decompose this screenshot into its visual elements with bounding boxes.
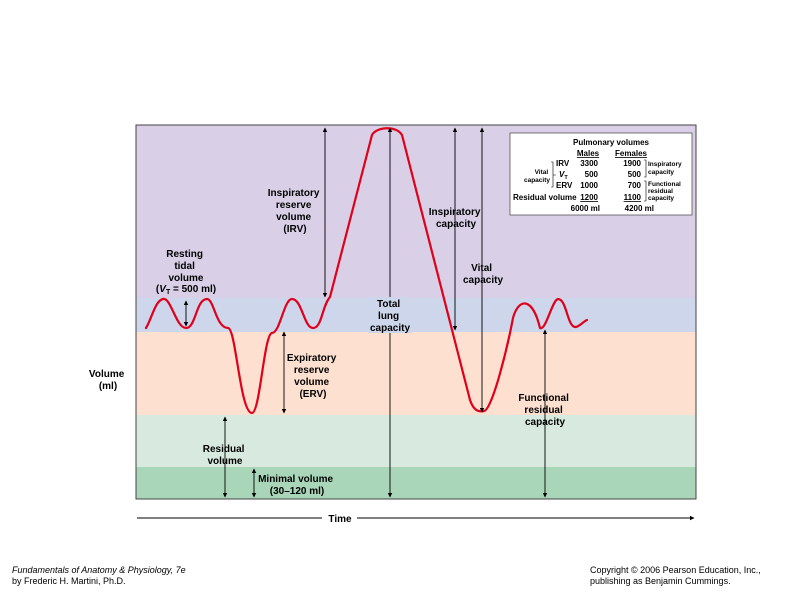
- table-row-females: 500: [628, 170, 642, 179]
- x-axis-label: Time: [328, 514, 352, 525]
- table-row-label: IRV: [556, 159, 570, 168]
- copyright-text: Copyright © 2006 Pearson Education, Inc.…: [590, 565, 761, 575]
- table-row-label: VT: [559, 170, 568, 181]
- publisher-text: publishing as Benjamin Cummings.: [590, 576, 731, 586]
- frc-label: Functional residual capacity: [518, 393, 571, 428]
- minimal-volume-band: [136, 467, 696, 499]
- book-title: Fundamentals of Anatomy & Physiology, 7e: [12, 565, 186, 575]
- residual-band: [136, 415, 696, 467]
- table-row-males: 1200: [580, 193, 598, 202]
- vital-capacity-label: Vital capacity: [463, 263, 503, 286]
- table-row-females: 1100: [624, 193, 642, 202]
- total-label-backdrop: [368, 297, 412, 333]
- footer-copyright: Copyright © 2006 Pearson Education, Inc.…: [590, 565, 761, 587]
- table-row-males: 1000: [580, 181, 598, 190]
- plot-frame: [135, 124, 697, 500]
- table-total-males: 6000 ml: [571, 204, 600, 213]
- table-row-females: 1900: [623, 159, 641, 168]
- erv-label: Expiratory reserve volume (ERV): [287, 353, 339, 400]
- tidal-band: [136, 298, 696, 332]
- irv-label: Inspiratory reserve volume (IRV): [268, 188, 322, 235]
- table-title: Pulmonary volumes: [573, 138, 650, 147]
- table-inspiratory-capacity-label: Inspiratory capacity: [648, 161, 683, 176]
- table-row-females: 700: [628, 181, 642, 190]
- y-axis-label: Volume (ml): [89, 369, 127, 392]
- table-row-males: 3300: [580, 159, 598, 168]
- volume-trace: [144, 127, 589, 415]
- total-lung-capacity-label: Total lung capacity: [370, 299, 410, 334]
- resting-tidal-volume-label: Resting tidal volume: [166, 249, 205, 284]
- pulmonary-volumes-table: Pulmonary volumes Males Females Vital ca…: [509, 132, 693, 216]
- table-frc-label: Functional residual capacity: [648, 181, 683, 202]
- table-header-males: Males: [577, 149, 600, 158]
- minimal-volume-label: Minimal volume (30–120 ml): [258, 474, 336, 497]
- footer-book-info: Fundamentals of Anatomy & Physiology, 7e…: [12, 565, 186, 587]
- table-header-females: Females: [615, 149, 648, 158]
- erv-band: [136, 332, 696, 415]
- table-vital-capacity-label: Vital capacity: [524, 169, 550, 184]
- table-total-females: 4200 ml: [625, 204, 654, 213]
- table-row-label: Residual volume: [513, 193, 577, 202]
- book-author: by Frederic H. Martini, Ph.D.: [12, 576, 126, 586]
- resting-tidal-volume-equation: (VT = 500 ml): [156, 284, 216, 296]
- table-row-males: 500: [585, 170, 599, 179]
- inspiratory-capacity-label: Inspiratory capacity: [429, 207, 483, 230]
- residual-volume-label: Residual volume: [203, 444, 247, 467]
- table-row-label: ERV: [556, 181, 573, 190]
